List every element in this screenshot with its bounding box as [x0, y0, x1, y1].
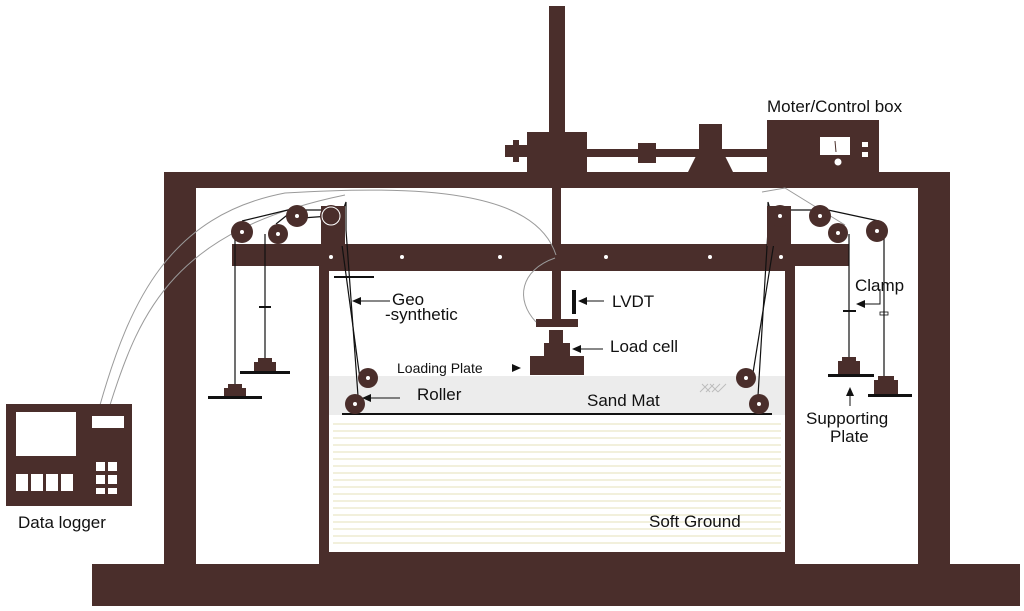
label-soft-ground: Soft Ground: [649, 512, 741, 531]
base-plate: [92, 564, 1020, 606]
load-cell: [544, 343, 570, 356]
left-clamp-pulley: [321, 206, 341, 226]
label-roller: Roller: [417, 385, 462, 404]
arrows: [352, 289, 881, 406]
beam-bolts: [329, 255, 783, 259]
roller-hubs: [353, 376, 761, 406]
loading-head: [536, 319, 578, 327]
label-supporting-plate-2: Plate: [830, 427, 869, 446]
test-tank: [319, 266, 795, 564]
right-pulley-hubs: [778, 214, 879, 235]
left-weight-2: [240, 306, 290, 374]
label-clamp: Clamp: [855, 276, 904, 295]
label-geosynthetic-1: Geo: [392, 290, 424, 309]
data-logger: [6, 404, 132, 506]
pulley-beam: [232, 244, 849, 266]
label-load-cell: Load cell: [610, 337, 678, 356]
soft-ground-layers: [333, 423, 781, 544]
outer-frame: [164, 172, 950, 564]
drive-assembly: [505, 124, 767, 172]
label-data-logger: Data logger: [18, 513, 106, 532]
right-clamp-marker: [879, 311, 889, 316]
label-sand-mat: Sand Mat: [587, 391, 660, 410]
loading-plate: [530, 356, 584, 375]
sand-hatch: [699, 383, 727, 393]
soft-ground: [329, 416, 785, 552]
motor-control-box: [767, 120, 879, 172]
label-loading-plate: Loading Plate: [397, 360, 483, 376]
lvdt-sensor: [572, 290, 576, 314]
label-lvdt: LVDT: [612, 292, 654, 311]
label-motor-control-box: Moter/Control box: [767, 97, 903, 116]
load-cell-top: [549, 330, 563, 343]
sand-mat: [329, 376, 785, 415]
loading-shaft: [549, 6, 565, 172]
right-weight-1: [828, 357, 874, 377]
right-weight-2: [868, 376, 912, 397]
label-supporting-plate-1: Supporting: [806, 409, 888, 428]
label-geosynthetic-2: -synthetic: [385, 305, 458, 324]
left-weight-1: [208, 384, 262, 399]
